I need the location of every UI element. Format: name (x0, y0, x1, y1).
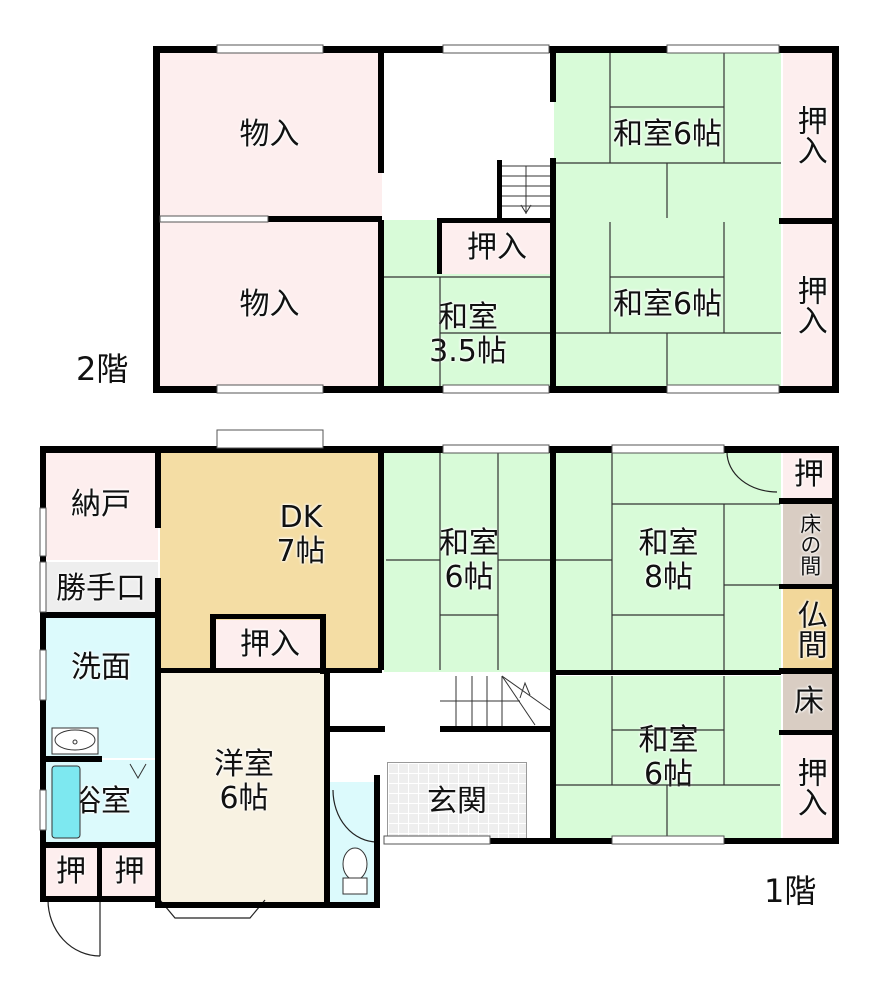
room-label: 和室6帖 (612, 287, 723, 323)
room-label: 洗面 (71, 650, 131, 686)
room-label: 押入 (240, 627, 300, 663)
room-closet-right-b: 押入 (783, 220, 835, 390)
tatami-lines (384, 52, 781, 840)
room-label: 勝手口 (56, 571, 146, 607)
room-label: 和室 (638, 526, 699, 562)
toilet-icon (342, 847, 368, 881)
room-washitsu-6a: 和室6帖 (554, 50, 781, 220)
room-label: 仏間 (791, 599, 827, 659)
room-genkan: 玄関 (387, 762, 527, 842)
room-label: 床 (794, 684, 824, 720)
room-closet-mid: 押入 (442, 222, 552, 274)
room-closet-right-c: 押入 (783, 734, 835, 840)
room-closet-right-a: 押入 (783, 50, 835, 220)
room-label: 押 (114, 854, 145, 890)
room-oshi-a: 押 (44, 846, 98, 898)
room-oshi-b: 押 (101, 846, 158, 898)
room-oshi-right: 押 (783, 450, 835, 500)
room-label: 物入 (239, 117, 300, 153)
room-label: 押 (56, 854, 86, 890)
room-label: 和室 (439, 526, 499, 562)
room-size: 7帖 (276, 534, 326, 569)
room-toko: 床 (783, 674, 835, 730)
room-label: 納戸 (71, 487, 131, 523)
room-storage-b: 物入 (157, 220, 382, 390)
bathtub-icon (51, 765, 81, 839)
room-label: 和室 (438, 300, 498, 336)
room-label: 押入 (467, 230, 527, 266)
room-size: 3.5帖 (429, 334, 507, 369)
room-label: 洋室 (214, 747, 274, 783)
room-label: DK (279, 500, 323, 536)
room-size: 6帖 (444, 560, 494, 595)
hallway-2f (382, 50, 554, 220)
room-label: 押入 (791, 757, 827, 817)
room-label: 玄関 (427, 784, 487, 820)
room-label: 押入 (791, 105, 827, 165)
room-katteguchi: 勝手口 (44, 562, 158, 616)
room-nando: 納戸 (44, 450, 158, 560)
room-butsuma: 仏間 (783, 588, 835, 670)
room-label: 物入 (239, 287, 300, 323)
room-size: 8帖 (643, 560, 694, 595)
room-label: 床の間 (797, 512, 822, 576)
room-closet-dk: 押入 (215, 620, 325, 670)
door-swings (47, 451, 778, 957)
floor-label-2f: 2階 (76, 350, 129, 388)
floor-label-1f: 1階 (764, 872, 817, 910)
room-label: 押 (794, 457, 824, 493)
windows (39, 44, 780, 845)
room-tokonoma: 床の間 (783, 504, 835, 584)
room-label: 浴室 (71, 784, 131, 820)
room-label: 押入 (791, 275, 827, 335)
room-size: 6帖 (219, 781, 269, 816)
room-storage-a: 物入 (157, 50, 382, 220)
stairs-2f (500, 165, 552, 214)
room-label: 和室6帖 (612, 117, 723, 153)
stairs-1f (440, 675, 551, 726)
